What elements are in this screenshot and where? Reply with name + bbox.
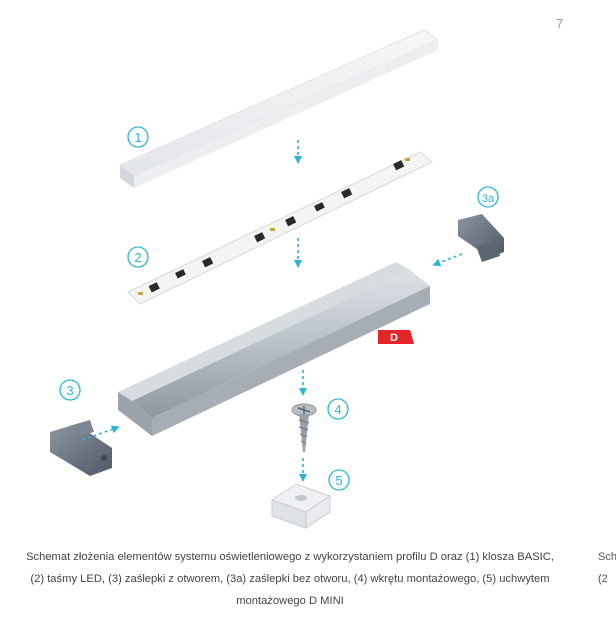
caption-line-3: montażowego D MINI — [236, 595, 344, 607]
led-strip — [127, 151, 433, 305]
profile-badge-label: D — [390, 332, 398, 344]
mounting-bracket — [270, 483, 332, 529]
assembly-diagram: D 1 2 3 3a 4 5 — [50, 29, 504, 529]
diffuser-cover — [119, 29, 440, 188]
caption-line-2: (2) taśmy LED, (3) zaślepki z otworem, (… — [30, 573, 550, 585]
end-cap-with-hole — [50, 420, 112, 476]
callout-3a: 3a — [477, 186, 499, 208]
svg-text:1: 1 — [134, 130, 141, 145]
callout-3: 3 — [59, 379, 81, 401]
cut-off-text-2: (2 — [598, 573, 608, 585]
assembly-arrows — [81, 140, 463, 482]
mounting-screw — [291, 403, 317, 452]
svg-text:5: 5 — [335, 473, 342, 488]
svg-text:3a: 3a — [482, 193, 495, 205]
callout-2: 2 — [127, 246, 149, 268]
end-cap-without-hole — [458, 214, 504, 262]
svg-text:2: 2 — [134, 250, 141, 265]
aluminium-profile — [118, 262, 430, 436]
callout-4: 4 — [327, 398, 349, 420]
callout-5: 5 — [328, 469, 350, 491]
profile-d-badge: D — [378, 330, 414, 344]
cut-off-text-1: Sch — [598, 551, 616, 563]
svg-text:4: 4 — [334, 402, 341, 417]
caption-line-1: Schemat złożenia elementów systemu oświe… — [26, 551, 554, 563]
page-number: 7 — [556, 16, 564, 31]
svg-text:3: 3 — [66, 383, 73, 398]
callout-1: 1 — [127, 126, 149, 148]
